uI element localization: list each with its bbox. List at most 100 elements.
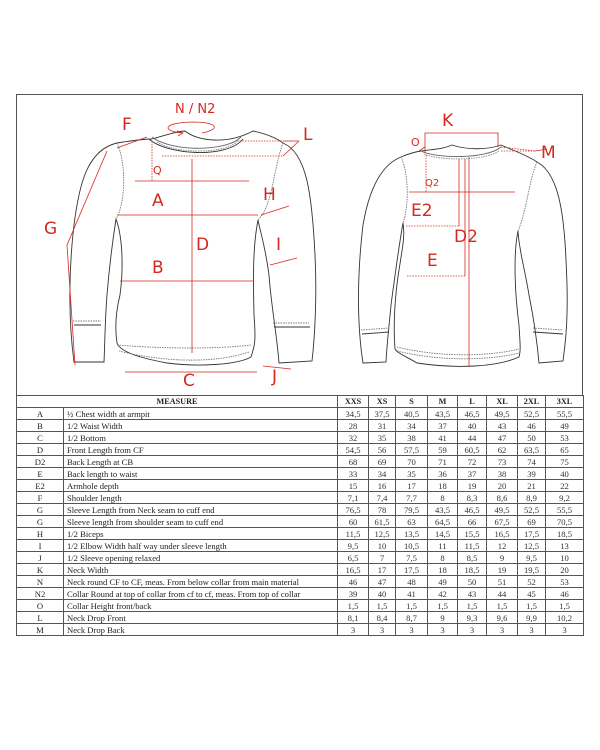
size-value: 59 [427,443,459,456]
size-value: 37 [457,467,488,480]
measure-code: I [16,539,64,552]
size-value: 53 [545,431,585,444]
size-value: 8,3 [457,491,488,504]
size-value: 44 [457,431,488,444]
label-b: B [152,258,164,278]
size-value: 39 [517,467,547,480]
size-value: 18,5 [457,563,488,576]
size-value: 3 [457,623,488,636]
size-value: 34 [395,419,429,432]
size-value: 43 [457,587,488,600]
size-value: 10 [545,551,585,564]
size-value: 15,5 [457,527,488,540]
size-value: 55,5 [545,407,585,420]
size-value: 17,5 [517,527,547,540]
size-value: 1,5 [395,599,429,612]
size-value: 49,5 [486,407,519,420]
size-value: 52,5 [517,407,547,420]
size-value: 9,5 [337,539,370,552]
size-value: 37,5 [368,407,397,420]
measure-code: G [16,515,64,528]
size-value: 34 [368,467,397,480]
size-value: 73 [486,455,519,468]
size-value: 9 [486,551,519,564]
measure-code: F [16,491,64,504]
size-value: 41 [395,587,429,600]
size-value: 43,5 [427,407,459,420]
size-value: 7,4 [368,491,397,504]
label-k: K [442,111,454,131]
size-value: 32 [337,431,370,444]
size-value: 52,5 [517,503,547,516]
size-value: 1,5 [457,599,488,612]
size-value: 48 [395,575,429,588]
size-value: 10,5 [395,539,429,552]
size-value: 3 [337,623,370,636]
measure-code: E [16,467,64,480]
size-value: 7,7 [395,491,429,504]
size-value: 19 [457,479,488,492]
label-f: F [122,115,132,135]
size-value: 14,5 [427,527,459,540]
size-value: 51 [486,575,519,588]
size-value: 55,5 [545,503,585,516]
measure-code: B [16,419,64,432]
measure-description: Shoulder length [62,491,339,504]
size-value: 46,5 [457,503,488,516]
size-value: 8,7 [395,611,429,624]
size-value: 12,5 [517,539,547,552]
size-value: 39 [337,587,370,600]
size-value: 3 [427,623,459,636]
header-size: L [457,395,488,408]
size-value: 1,5 [368,599,397,612]
measure-description: 1/2 Bottom [62,431,339,444]
size-value: 3 [517,623,547,636]
size-value: 52 [517,575,547,588]
size-value: 38 [395,431,429,444]
label-l: L [303,125,313,145]
size-value: 57,5 [395,443,429,456]
measure-description: Sleeve Length from Neck seam to cuff end [62,503,339,516]
size-value: 19 [486,563,519,576]
size-value: 46 [517,419,547,432]
size-value: 40 [545,467,585,480]
front-measure-lines [66,121,300,373]
measure-description: Neck Drop Front [62,611,339,624]
label-e: E [427,251,438,271]
size-value: 8,6 [486,491,519,504]
size-value: 1,5 [427,599,459,612]
header-size: M [427,395,459,408]
size-value: 11,5 [337,527,370,540]
size-value: 7,5 [395,551,429,564]
measure-code: J [16,551,64,564]
measure-description: ½ Chest width at armpit [62,407,339,420]
size-value: 7 [368,551,397,564]
size-value: 70,5 [545,515,585,528]
size-value: 47 [486,431,519,444]
label-o: O [411,136,420,149]
size-value: 49 [545,419,585,432]
size-value: 46 [337,575,370,588]
size-value: 69 [517,515,547,528]
size-value: 8 [427,551,459,564]
size-value: 8 [427,491,459,504]
size-value: 50 [457,575,488,588]
size-value: 9 [427,611,459,624]
size-value: 78 [368,503,397,516]
header-size: 2XL [517,395,547,408]
measure-code: N2 [16,587,64,600]
size-value: 74 [517,455,547,468]
size-value: 63 [395,515,429,528]
label-m: M [541,143,556,163]
measure-description: 1/2 Waist Width [62,419,339,432]
header-measure: MEASURE [15,395,339,408]
label-a: A [152,191,164,211]
